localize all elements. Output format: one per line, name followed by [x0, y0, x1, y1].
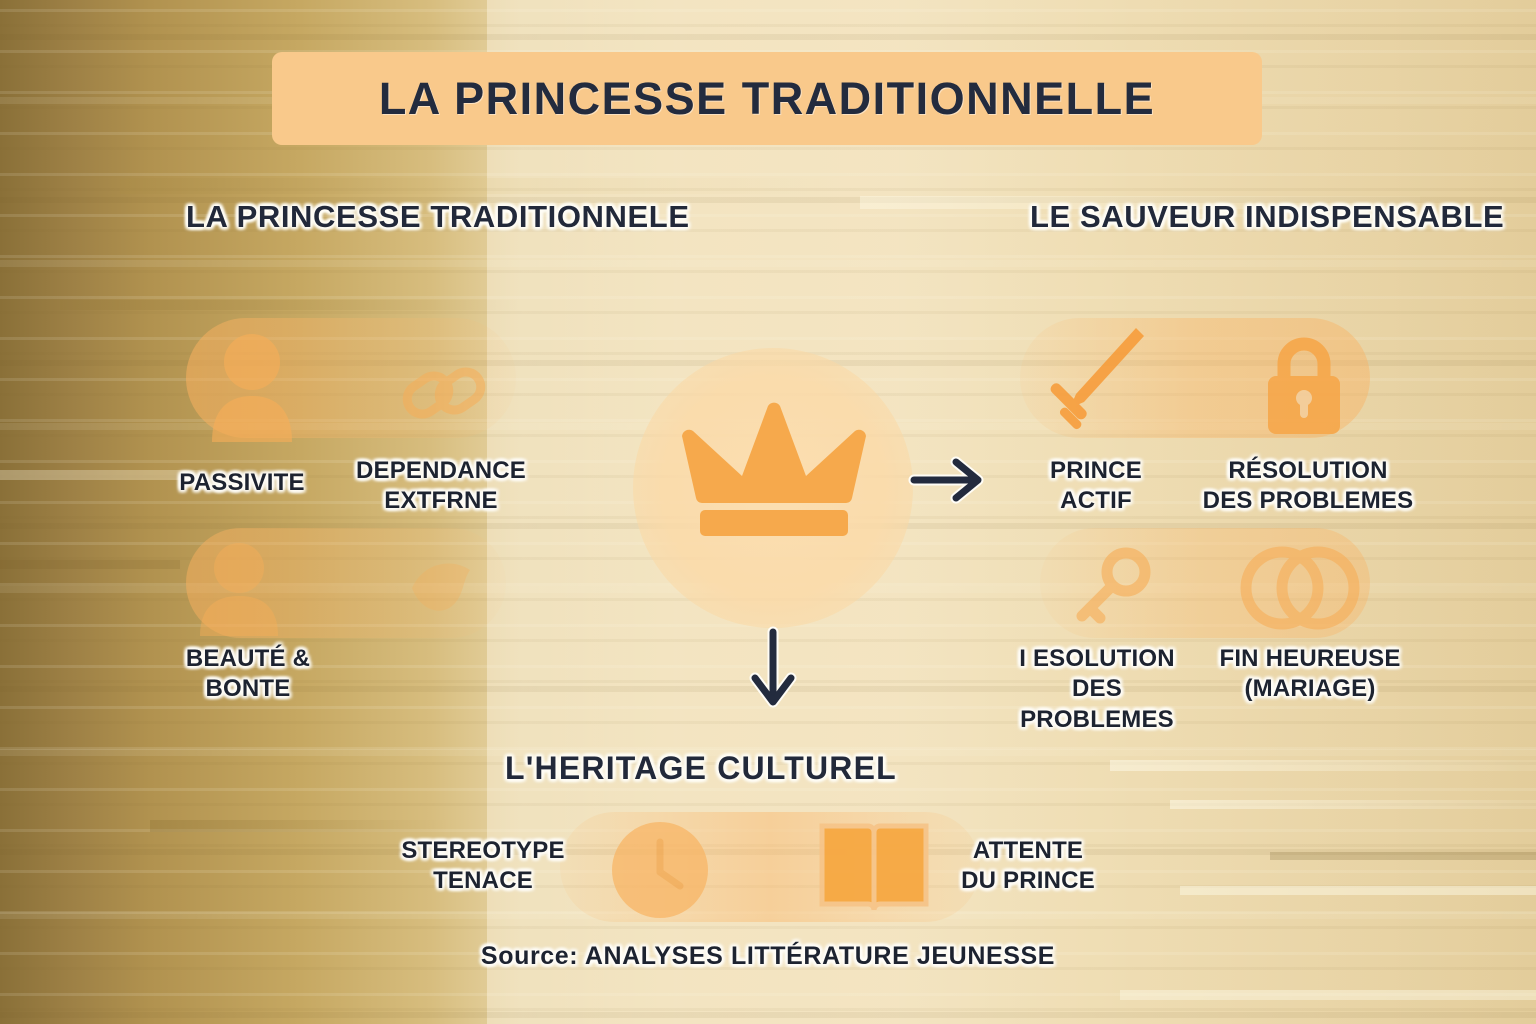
page-title-badge: LA PRINCESSE TRADITIONNELLE	[272, 52, 1262, 145]
person-icon	[206, 330, 298, 442]
right-item-label-fin-heureuse: FIN HEUREUSE (MARIAGE)	[1219, 645, 1401, 703]
rings-icon	[1238, 542, 1362, 634]
right-item-label-resolution-2: I ESOLUTION DES PROBLEMES	[1019, 645, 1175, 733]
bottom-item-label-attente: ATTENTE DU PRINCE	[961, 837, 1095, 895]
page-title: LA PRINCESSE TRADITIONNELLE	[378, 72, 1156, 124]
key-icon	[1068, 540, 1160, 632]
chain-link-icon	[398, 350, 490, 436]
person-icon	[196, 540, 282, 636]
arrow-down-icon	[744, 626, 802, 718]
left-item-label-passivite: PASSIVITE	[179, 469, 305, 496]
left-item-label-dependance: DEPENDANCE EXTFRNE	[355, 457, 527, 515]
bird-icon	[404, 548, 484, 624]
sword-icon	[1040, 322, 1150, 442]
left-item-label-beaute: BEAUTÉ & BONTE	[185, 645, 311, 703]
source-credit: Source: ANALYSES LITTÉRATURE JEUNESSE	[480, 942, 1056, 970]
left-column-heading: LA PRINCESSE TRADITIONNELE	[186, 199, 690, 234]
bottom-section-heading: L'HERITAGE CULTUREL	[505, 750, 897, 786]
crown-icon	[676, 398, 872, 538]
open-book-icon	[818, 818, 930, 918]
right-item-label-prince-actif: PRINCE ACTIF	[1050, 457, 1142, 515]
clock-icon	[608, 818, 712, 922]
arrow-right-icon	[908, 452, 994, 508]
bottom-item-label-stereotype: STEREOTYPE TENACE	[401, 837, 565, 895]
right-column-heading: LE SAUVEUR INDISPENSABLE	[1030, 199, 1505, 234]
lock-icon	[1258, 330, 1350, 438]
right-item-label-resolution: RÉSOLUTION DES PROBLEMES	[1202, 457, 1414, 515]
